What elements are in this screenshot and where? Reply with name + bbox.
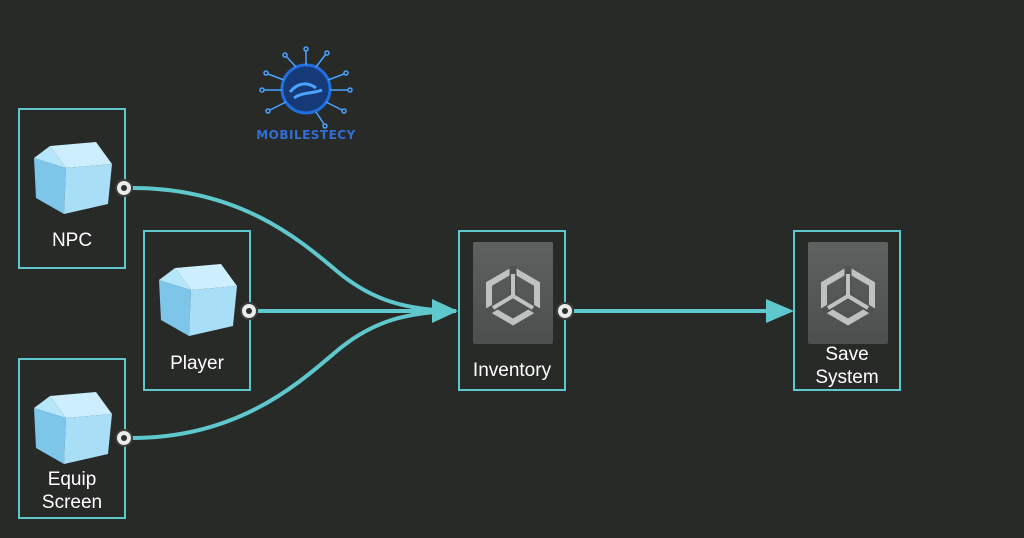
node-save-system[interactable]: Save System	[793, 230, 901, 391]
cube-icon	[159, 264, 237, 336]
edge-npc-inventory	[131, 186, 457, 313]
node-npc[interactable]: NPC	[18, 108, 126, 269]
edge-equip-inventory	[131, 309, 457, 440]
output-port-inventory[interactable]	[556, 302, 574, 320]
output-port-player[interactable]	[240, 302, 258, 320]
node-inventory[interactable]: Inventory	[458, 230, 566, 391]
brand-logo: MOBILESTECY	[246, 44, 366, 144]
output-port-npc[interactable]	[115, 179, 133, 197]
node-label: Save System	[815, 344, 879, 388]
unity-logo-icon	[820, 266, 876, 326]
circuit-globe-icon	[259, 46, 353, 129]
arrowhead-inventory	[432, 299, 458, 323]
node-label: Equip Screen	[41, 469, 103, 513]
unity-logo-tile	[808, 242, 888, 344]
cube-icon	[34, 392, 112, 464]
arrowhead-save	[766, 299, 794, 323]
node-label: Player	[170, 353, 224, 374]
unity-logo-tile	[473, 242, 553, 344]
unity-logo-icon	[485, 266, 541, 326]
cube-icon	[34, 142, 112, 214]
node-label: NPC	[51, 230, 93, 251]
logo-text: MOBILESTECY	[256, 128, 356, 142]
node-player[interactable]: Player	[143, 230, 251, 391]
node-label: Inventory	[472, 360, 552, 381]
output-port-equip-screen[interactable]	[115, 429, 133, 447]
node-equip-screen[interactable]: Equip Screen	[18, 358, 126, 519]
